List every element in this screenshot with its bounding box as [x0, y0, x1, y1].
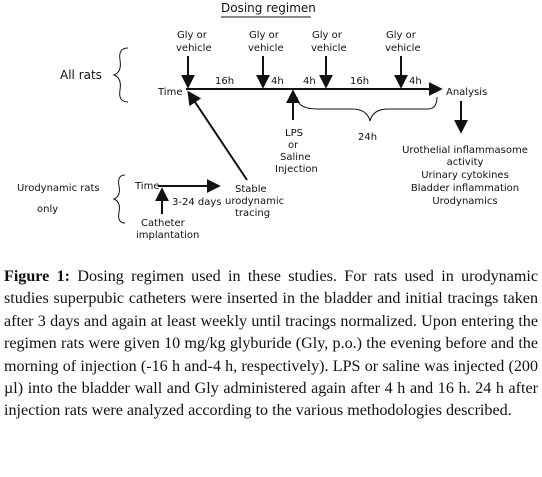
dosing-regimen-diagram: Dosing regimen All rats Time Analysis Gl…	[17, 1, 528, 241]
figure-caption: Figure 1: Dosing regimen used in these s…	[4, 266, 538, 423]
dose-2: Gly or vehicle	[248, 30, 284, 89]
dose-2-line1: Gly or	[249, 30, 280, 41]
stable-line3: tracing	[235, 208, 270, 219]
stable-line1: Stable	[235, 184, 267, 195]
outcome-4: Bladder inflammation	[411, 183, 519, 194]
outcomes-list: Urothelial inflammasome activity Urinary…	[402, 145, 528, 207]
uro-interval: 3-24 days	[172, 197, 221, 208]
interval-4: 16h	[350, 76, 369, 87]
figure-label: Figure 1:	[4, 268, 71, 285]
brace-24h	[296, 96, 438, 122]
diagram-title: Dosing regimen	[221, 1, 316, 15]
dose-4-line1: Gly or	[386, 30, 417, 41]
outcome-5: Urodynamics	[432, 196, 497, 207]
dose-4: Gly or vehicle	[385, 30, 421, 89]
dose-4-line2: vehicle	[385, 43, 421, 54]
brace-all-rats	[112, 47, 129, 103]
interval-1: 16h	[215, 76, 234, 87]
injection-line2: or	[288, 140, 299, 151]
dose-1-line2: vehicle	[176, 43, 212, 54]
analysis-label: Analysis	[446, 87, 487, 98]
dose-3-line1: Gly or	[312, 30, 343, 41]
injection-line3: Saline	[280, 152, 311, 163]
catheter-line2: implantation	[136, 230, 199, 241]
interval-3: 4h	[303, 76, 316, 87]
group-urodynamic-line1: Urodynamic rats	[17, 183, 100, 194]
injection-line4: Injection	[275, 164, 318, 175]
catheter-line1: Catheter	[141, 218, 186, 229]
window-24h: 24h	[358, 132, 377, 143]
interval-2: 4h	[271, 76, 284, 87]
caption-text: Dosing regimen used in these studies. Fo…	[4, 268, 538, 420]
stable-to-time-arrow	[187, 90, 248, 181]
interval-5: 4h	[409, 76, 422, 87]
dose-2-line2: vehicle	[248, 43, 284, 54]
outcome-3: Urinary cytokines	[421, 170, 509, 181]
dose-1-line1: Gly or	[177, 30, 208, 41]
outcome-2: activity	[447, 157, 484, 168]
main-time-label: Time	[157, 87, 182, 98]
group-urodynamic-line2: only	[37, 204, 58, 215]
stable-line2: urodynamic	[225, 196, 284, 207]
group-all-rats: All rats	[60, 68, 102, 82]
dose-3: Gly or vehicle	[311, 30, 347, 89]
outcome-1: Urothelial inflammasome	[402, 145, 528, 156]
uro-time-label: Time	[134, 181, 159, 192]
dose-1: Gly or vehicle	[176, 30, 212, 89]
injection-line1: LPS	[285, 128, 303, 139]
dose-3-line2: vehicle	[311, 43, 347, 54]
brace-urodynamic	[112, 174, 126, 224]
